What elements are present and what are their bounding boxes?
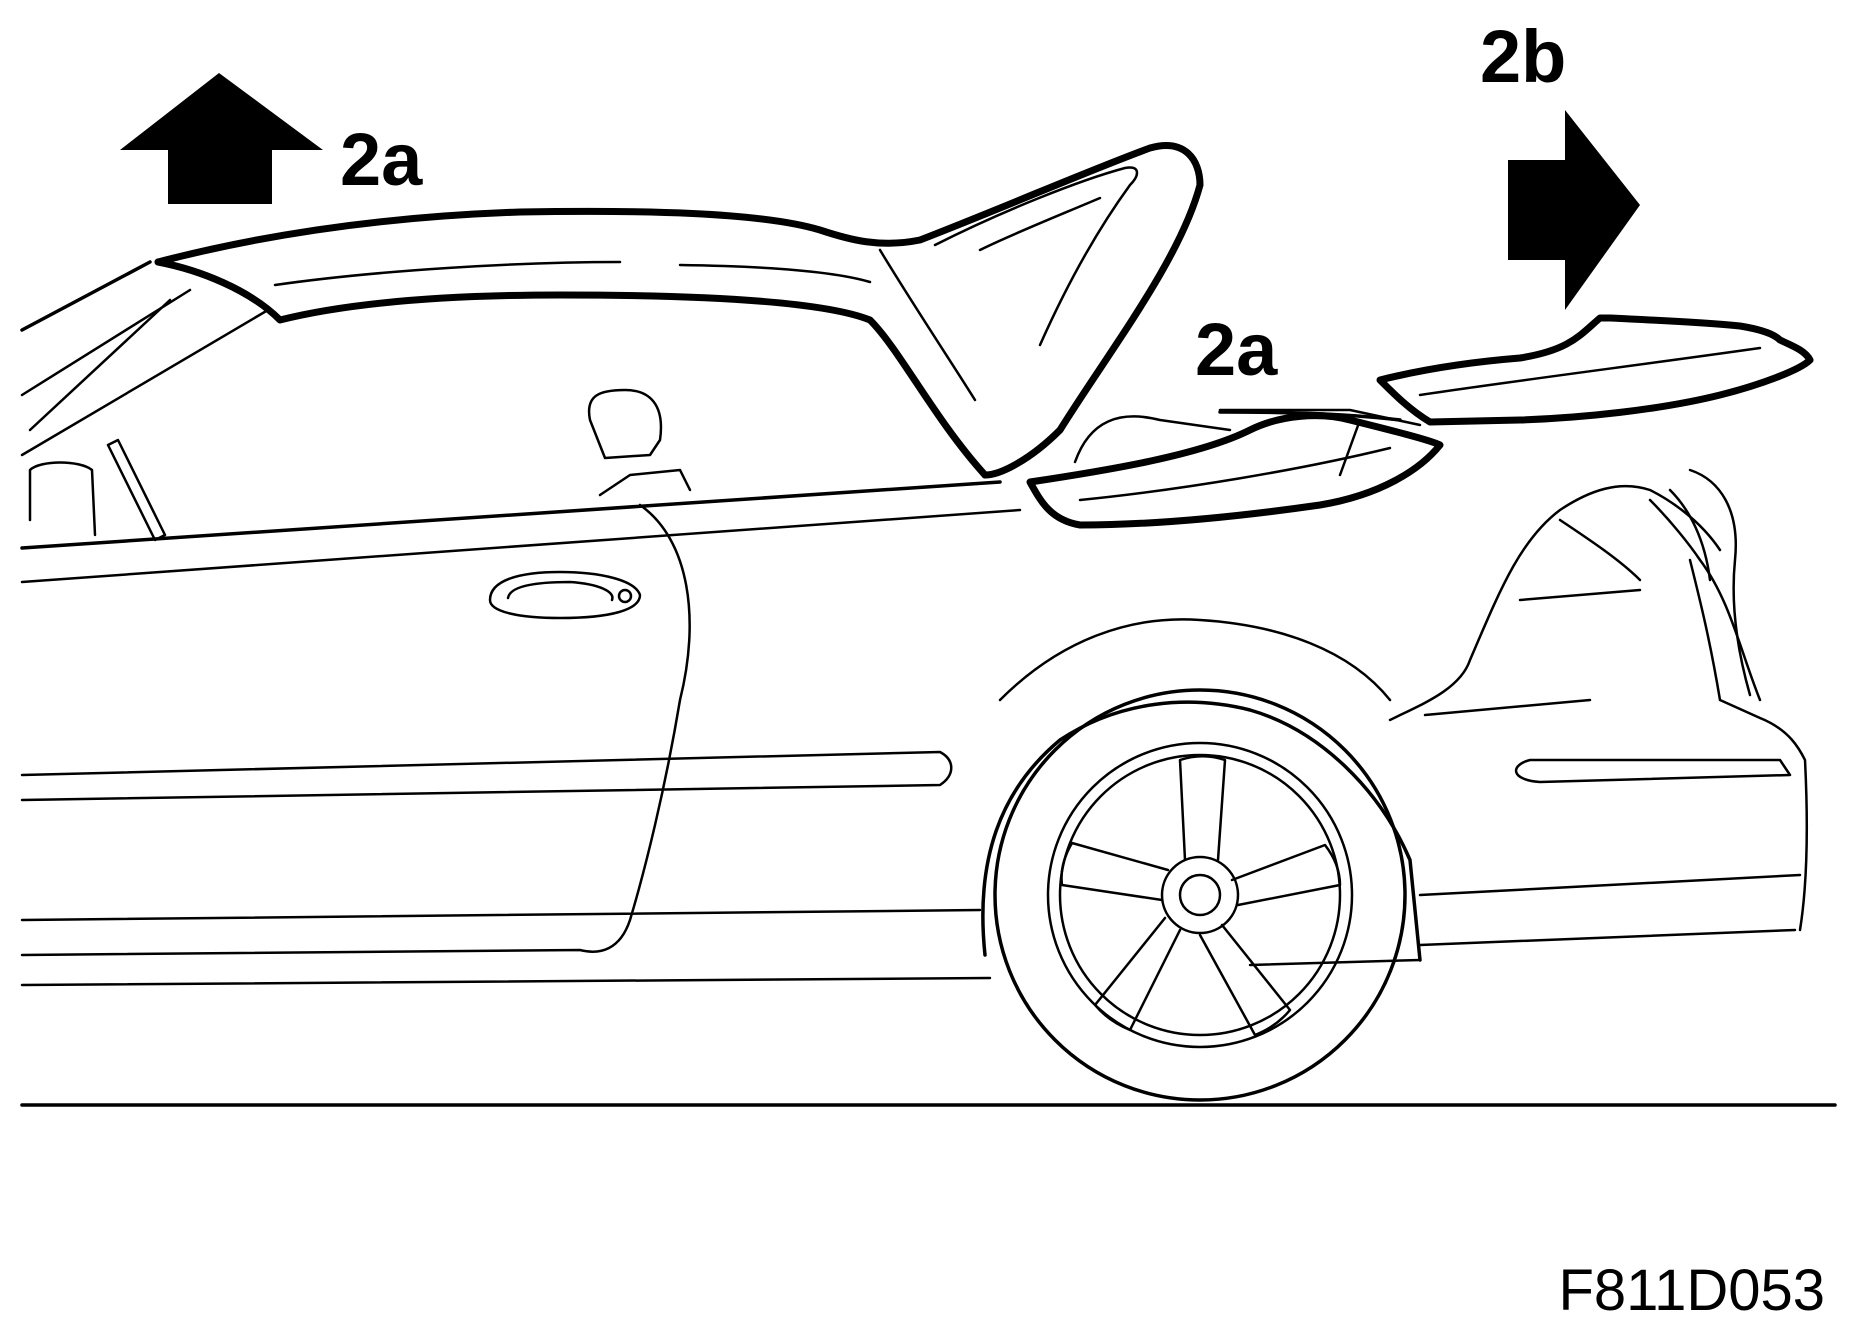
- arrow-right-icon: [1508, 110, 1640, 310]
- label-2a-tonneau: 2a: [1195, 308, 1278, 391]
- soft-top: [154, 142, 1204, 479]
- seats: [28, 388, 1232, 542]
- car-body: [20, 468, 1809, 987]
- trunk-lid: [1376, 314, 1814, 426]
- rear-wheel: [993, 688, 1407, 1102]
- tonneau-cover: [1026, 408, 1444, 529]
- label-2a-roof: 2a: [340, 118, 423, 201]
- arrow-up-icon: [120, 73, 323, 204]
- figure-id: F811D053: [1558, 1258, 1825, 1321]
- windshield: [20, 260, 270, 457]
- label-2b-trunk: 2b: [1480, 15, 1566, 98]
